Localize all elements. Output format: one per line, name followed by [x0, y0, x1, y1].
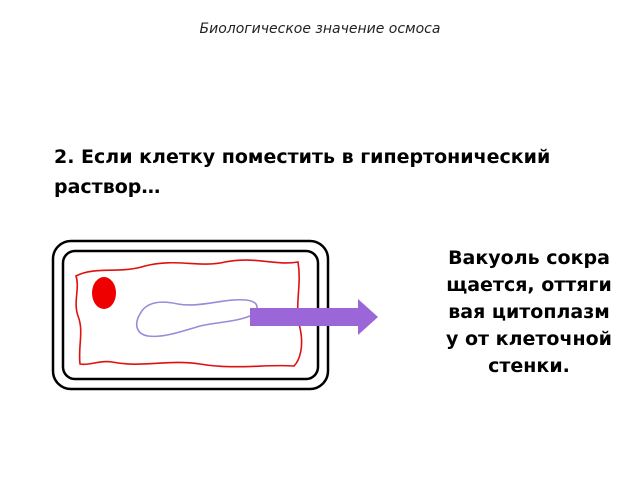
statement-text: 2. Если клетку поместить в гипертоническ…: [54, 146, 551, 198]
nucleus: [92, 277, 116, 309]
plant-cell-diagram: [51, 239, 378, 391]
cytoplasm-membrane: [75, 259, 303, 368]
vacuole: [135, 298, 258, 338]
caption-text: Вакуоль сокращается, оттягивая цитоплазм…: [446, 247, 612, 377]
arrow: [250, 299, 378, 335]
slide-title: Биологическое значение осмоса: [199, 21, 441, 37]
